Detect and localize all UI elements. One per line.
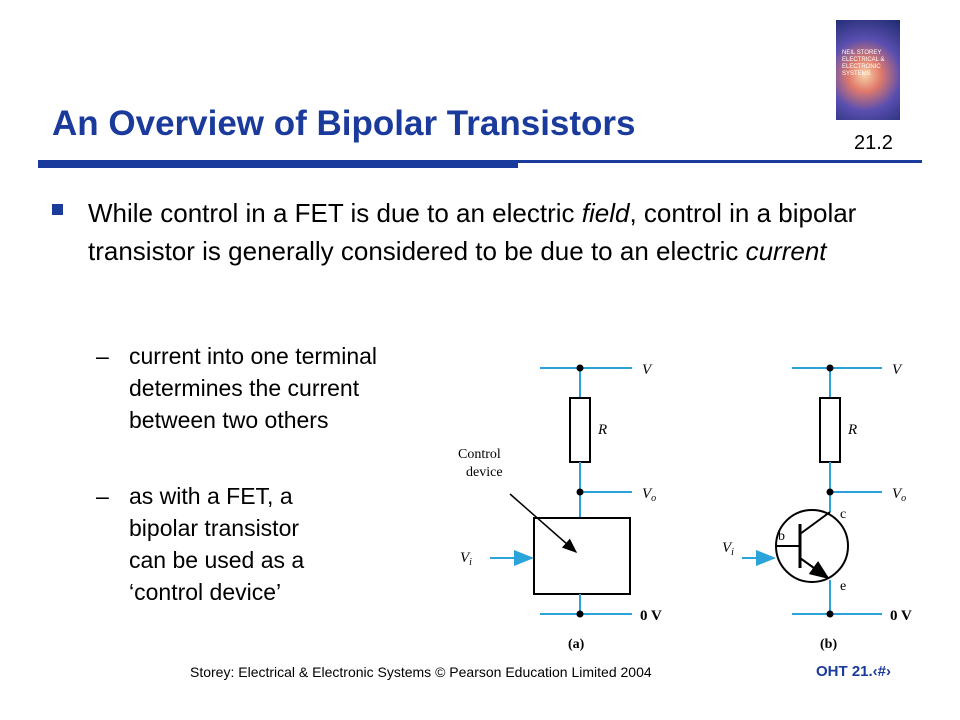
supply-label-a: V (642, 362, 653, 378)
resistor-b (819, 397, 841, 463)
bullet-emphasis-current: current (745, 236, 827, 266)
output-label-a-sub: o (651, 493, 656, 504)
input-label-a-sub: i (469, 557, 472, 568)
emitter-label: e (840, 579, 846, 594)
output-label-b-sub: o (901, 493, 906, 504)
resistor-a (569, 397, 591, 463)
output-label-a: Vo (642, 486, 656, 504)
footer-copyright: Storey: Electrical & Electronic Systems … (190, 664, 652, 680)
sub-bullet-2-line: can be used as a (129, 547, 305, 573)
slide-number: OHT 21.‹#› (816, 663, 892, 680)
transistor-collector-lead (799, 511, 831, 535)
control-device-box (533, 517, 631, 595)
sub-bullet-dash: – (96, 483, 109, 509)
transistor-emitter-lead (799, 557, 830, 580)
bullet-text-pre: While control in a FET is due to an elec… (88, 198, 582, 228)
base-label: b (778, 529, 785, 544)
device-label-line1: Control (458, 447, 501, 462)
node-dot (576, 610, 584, 618)
input-label-a-main: V (460, 550, 471, 566)
sub-bullet-2-line: bipolar transistor (129, 515, 300, 541)
node-dot (826, 488, 834, 496)
output-label-a-main: V (642, 486, 653, 502)
bullet-square-icon (52, 204, 63, 215)
sub-bullet-2-text: as with a FET, a bipolar transistor can … (129, 480, 304, 608)
bullet-text-mid: , control in a bipolar transistor is gen… (88, 198, 857, 266)
pointer-arrow-a (509, 493, 578, 553)
circuit-a: V R Vo Vi 0 V Control device (a) (458, 362, 662, 652)
supply-label-b: V (892, 362, 903, 378)
node-dot (826, 610, 834, 618)
input-label-b-main: V (722, 540, 733, 556)
book-cover-image: NEIL STOREY ELECTRICAL & ELECTRONIC SYST… (836, 20, 900, 120)
sub-bullet-2-line: as with a FET, a (129, 483, 293, 509)
caption-b: (b) (820, 637, 837, 652)
output-label-b: Vo (892, 486, 906, 504)
slide-title: An Overview of Bipolar Transistors (52, 104, 636, 143)
input-label-b: Vi (722, 540, 734, 558)
main-bullet: While control in a FET is due to an elec… (88, 194, 898, 270)
caption-a: (a) (568, 637, 585, 652)
device-label-line2: device (466, 465, 503, 480)
title-underline-thick (38, 160, 518, 168)
input-label-a: Vi (460, 550, 472, 568)
circuit-b: V R Vo Vi b c e 0 V (b) (722, 362, 912, 652)
node-dot (826, 364, 834, 372)
ground-label-b: 0 V (890, 608, 912, 624)
output-label-b-main: V (892, 486, 903, 502)
resistor-label-b: R (847, 422, 857, 438)
sub-bullet-1-line: current into one terminal (129, 343, 378, 369)
sub-bullet-dash: – (96, 343, 109, 369)
ground-label-a: 0 V (640, 608, 662, 624)
node-dot (576, 364, 584, 372)
resistor-label-a: R (597, 422, 607, 438)
input-label-b-sub: i (731, 547, 734, 558)
book-cover-text: NEIL STOREY ELECTRICAL & ELECTRONIC SYST… (842, 50, 885, 77)
sub-bullet-1-line: determines the current (129, 375, 360, 401)
node-dot (576, 488, 584, 496)
collector-label: c (840, 507, 846, 522)
sub-bullet-1-text: current into one terminal determines the… (129, 340, 377, 436)
sub-bullet-2-line: ‘control device’ (129, 579, 282, 605)
sub-bullet-1-line: between two others (129, 407, 329, 433)
section-number: 21.2 (854, 132, 893, 154)
bullet-emphasis-field: field (581, 198, 630, 228)
